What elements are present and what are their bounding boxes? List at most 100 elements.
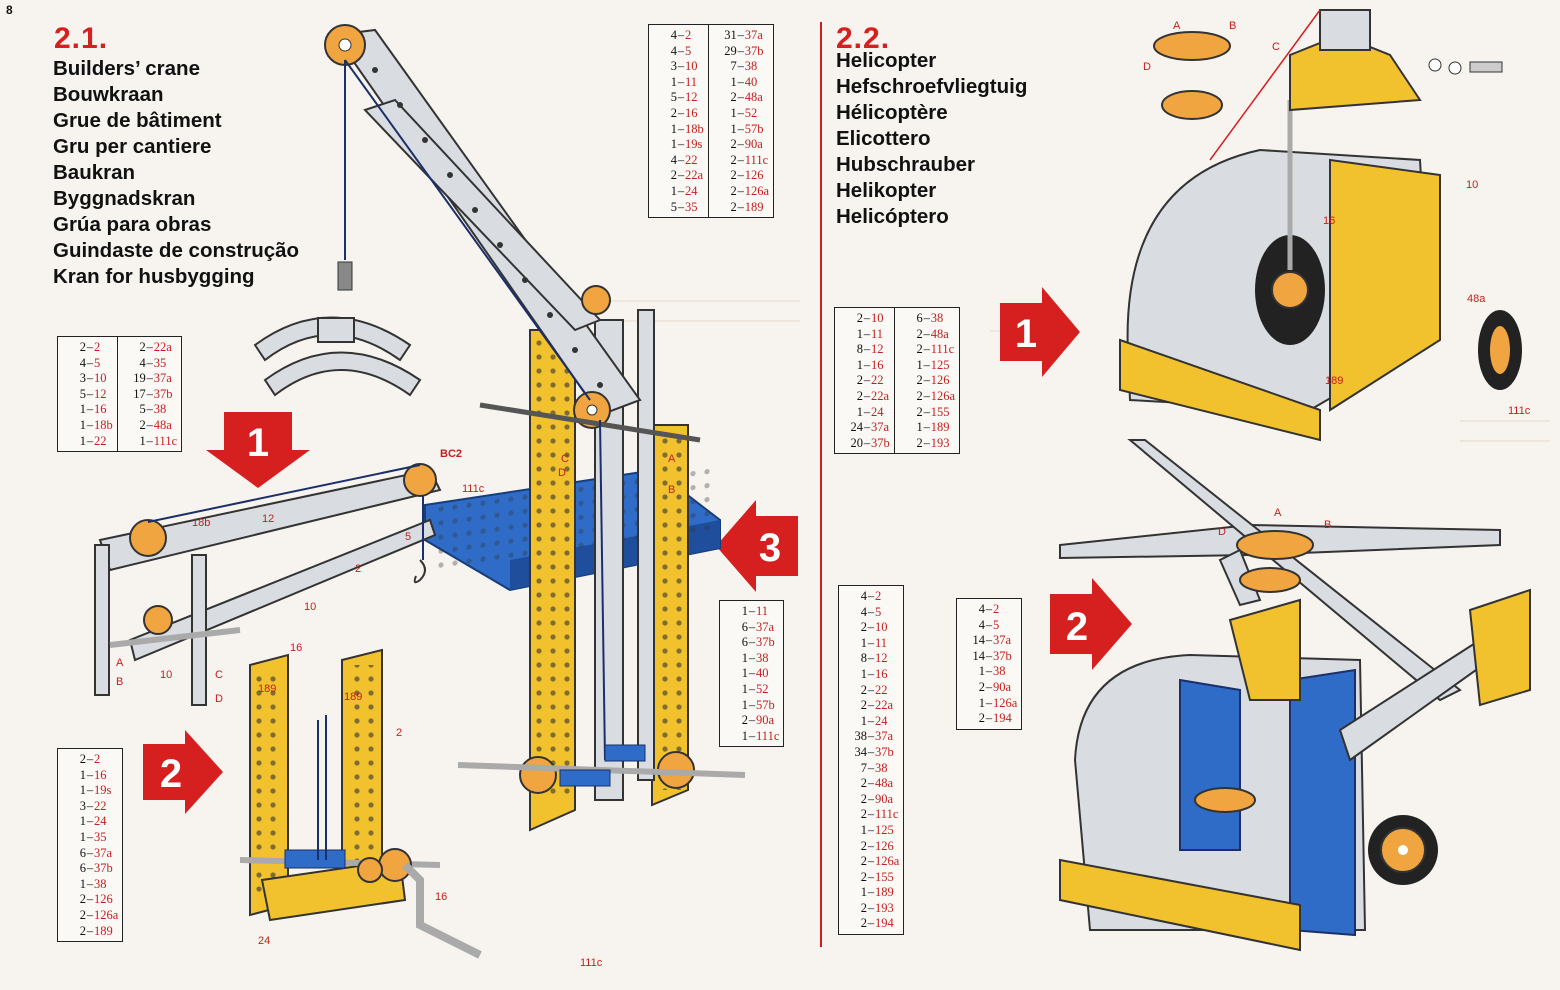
crane-title: Kran for husbygging [53,265,255,288]
part-quantity: 2 [670,105,677,120]
part-number: 37a [875,729,894,744]
part-number: 126 [744,168,764,183]
part-number: 12 [94,386,107,401]
part-number: 37a [153,371,172,386]
dash: – [867,604,875,619]
dash: – [867,744,875,759]
crane-tower-illustration [239,648,482,959]
part-quantity: 1 [741,604,748,618]
dash: – [737,59,744,74]
part-number: 35 [94,829,107,844]
part-number: 5 [875,604,882,619]
part-quantity: 2 [916,388,923,403]
part-quantity: 7 [730,59,737,74]
part-quantity: 31 [724,28,737,42]
parts-row: 1–16 [64,768,118,784]
part-number: 37b [756,635,775,650]
crane-section-number: 2.1. [54,22,109,55]
part-quantity: 1 [916,420,923,435]
dash: – [748,681,756,696]
part-quantity: 1 [730,121,737,136]
dash: – [146,417,153,432]
dash: – [86,814,94,829]
part-number: 189 [930,420,950,435]
parts-row: 4–5 [845,605,899,621]
parts-row: 2–111c [901,342,955,358]
parts-row: 2–194 [963,711,1017,727]
part-number: 16 [871,357,884,372]
helicopter-section-number: 2.2. [836,22,891,55]
dash: – [86,402,94,417]
helicopter-title: Elicottero [836,127,931,150]
crane-title: Gru per cantiere [53,135,212,158]
part-quantity: 7 [860,760,867,775]
parts-row: 2–90a [845,792,899,808]
part-number: 38 [756,650,769,665]
part-quantity: 5 [139,402,146,417]
parts-row: 5–12 [655,90,704,106]
parts-row: 2–22 [845,683,899,699]
crane-title: Bouwkraan [53,83,164,106]
callout-label: 16 [1323,215,1335,227]
part-quantity: 2 [856,311,863,325]
parts-row: 2–22a [124,340,177,356]
part-number: 125 [875,822,894,837]
part-quantity: 4 [978,602,985,616]
part-number: 11 [756,604,769,618]
part-quantity: 1 [978,695,985,710]
callout-label: 10 [160,669,172,681]
callout-label: D [558,467,566,479]
part-quantity: 1 [79,417,86,432]
dash: – [737,152,744,167]
part-number: 38 [94,876,107,891]
parts-row: 1–19s [655,137,704,153]
part-number: 16 [685,105,698,120]
dash: – [677,121,685,136]
part-number: 37b [993,648,1012,663]
callout-label: A [668,453,676,465]
helicopter-title: Helicopter [836,49,937,72]
parts-row: 1–125 [845,823,899,839]
part-number: 126a [930,388,956,403]
dash: – [146,355,153,370]
dash: – [867,822,875,837]
dash: – [863,373,871,388]
parts-row: 1–19s [64,783,118,799]
part-number: 22 [94,433,107,448]
part-number: 10 [94,371,107,386]
dash: – [86,371,94,386]
dash: – [86,876,94,891]
part-quantity: 4 [978,617,985,632]
part-number: 90a [875,791,894,806]
dash: – [86,798,94,813]
part-number: 37b [871,435,890,450]
part-quantity: 5 [79,386,86,401]
part-number: 22 [875,682,888,697]
part-number: 155 [875,869,894,884]
part-quantity: 1 [730,74,737,89]
parts-row: 2–189 [64,924,118,940]
step-1-down-arrow: 1 [206,412,310,488]
callout-label: 48a [1467,293,1486,305]
part-quantity: 2 [741,713,748,728]
parts-row: 6–38 [901,311,955,327]
dash: – [748,666,756,681]
part-number: 126a [744,183,770,198]
part-quantity: 17 [133,386,146,401]
dash: – [677,43,685,58]
parts-row: 3–10 [64,371,113,387]
dash: – [867,666,875,681]
parts-row: 1–125 [901,358,955,374]
part-number: 37a [744,28,763,42]
parts-row: 2–10 [845,620,899,636]
part-number: 37b [744,43,764,58]
part-quantity: 14 [972,648,986,663]
part-number: 22a [153,340,172,354]
parts-row: 2–90a [963,680,1017,696]
parts-row: 1–35 [64,830,118,846]
dash: – [737,90,744,105]
part-quantity: 4 [670,28,677,42]
dash: – [867,589,875,603]
part-quantity: 2 [670,168,677,183]
